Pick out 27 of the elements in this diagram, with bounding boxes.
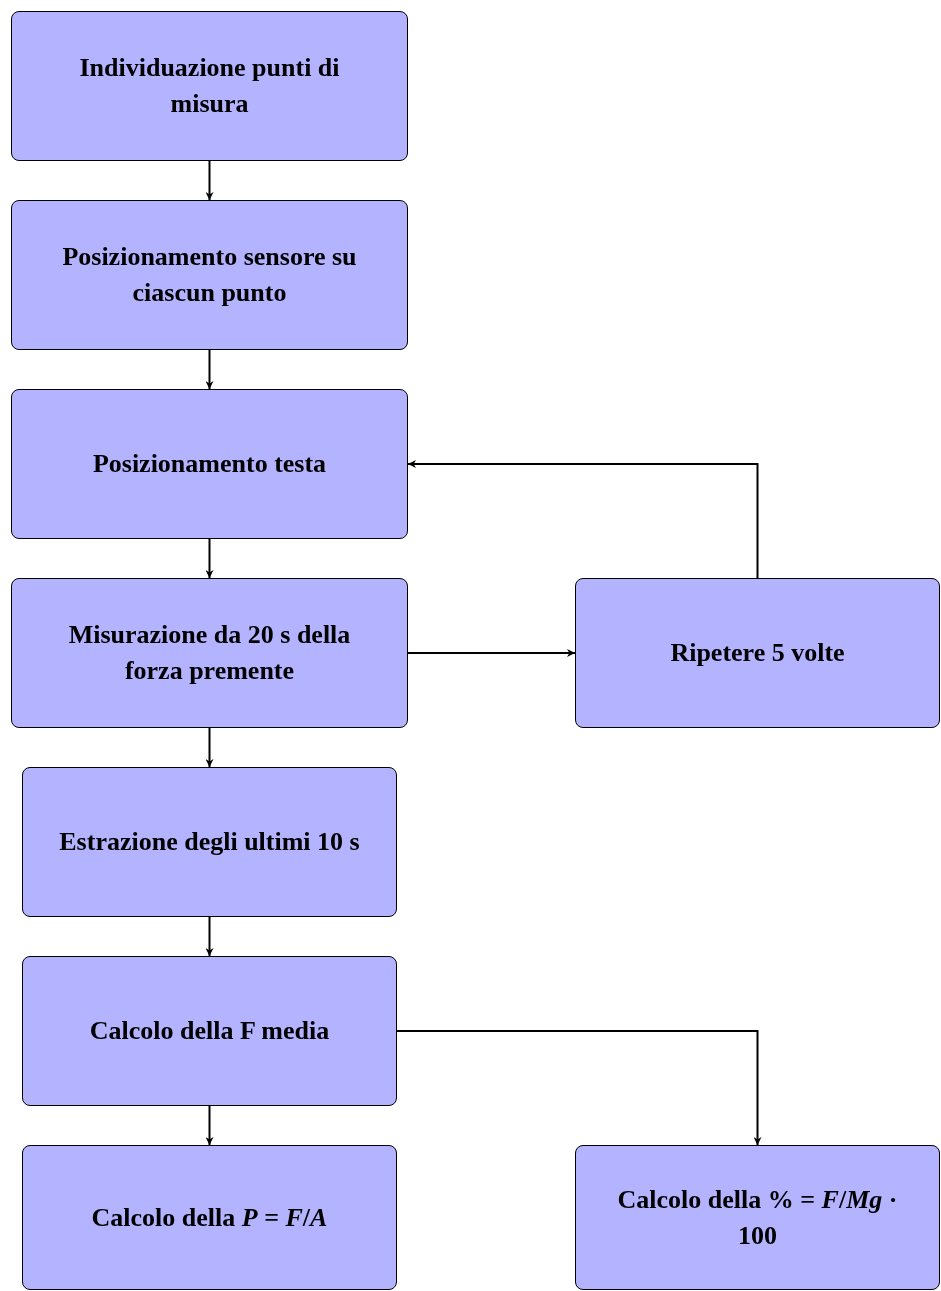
arrow [205, 916, 214, 957]
process-box [22, 767, 397, 917]
process-box [575, 578, 940, 728]
box-label: Posizionamento testa [92, 448, 327, 480]
arrow [205, 349, 214, 390]
arrow [407, 460, 759, 579]
arrow [396, 1030, 762, 1146]
box-label: Misurazione da 20 s della forza premente [67, 619, 352, 687]
arrow [407, 649, 576, 657]
process-box [11, 578, 408, 728]
process-box [22, 956, 397, 1106]
arrow [205, 1105, 214, 1146]
arrow [205, 538, 214, 579]
box-label: Calcolo della P = F/A [91, 1201, 328, 1234]
process-box [11, 11, 408, 161]
box-label: Calcolo della F media [89, 1015, 330, 1047]
box-label: Posizionamento sensore su ciascun punto [61, 241, 358, 309]
arrow [205, 727, 214, 768]
box-label: Calcolo della % = F/Mg · 100 [616, 1183, 899, 1252]
box-label: Estrazione degli ultimi 10 s [59, 826, 360, 858]
arrow [205, 160, 214, 201]
process-box [575, 1145, 940, 1290]
process-box [11, 389, 408, 539]
box-label: Individuazione punti di misura [78, 52, 341, 120]
box-label: Ripetere 5 volte [670, 637, 845, 669]
process-box [11, 200, 408, 350]
process-box [22, 1145, 397, 1290]
